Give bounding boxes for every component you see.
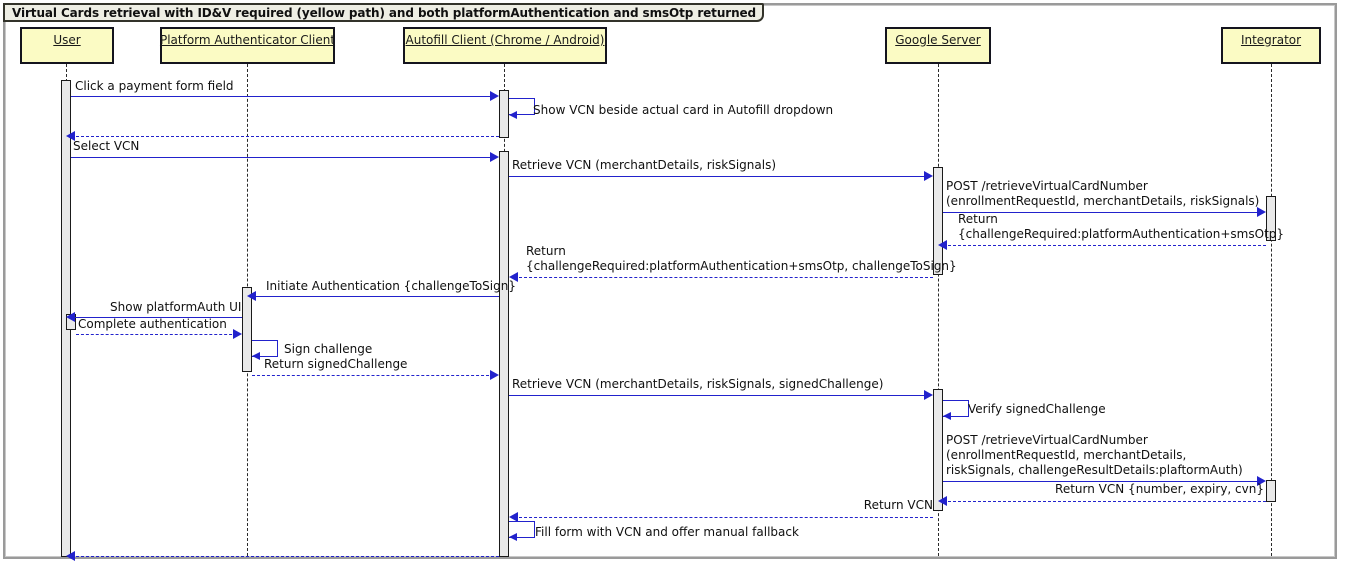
- message-label-select-vcn: Select VCN: [73, 139, 140, 153]
- activation-autofill-client-main: [499, 151, 509, 557]
- arrow-head-select-vcn: [490, 152, 499, 162]
- activation-integrator-second: [1266, 480, 1276, 502]
- diagram-title: Virtual Cards retrieval with ID&V requir…: [3, 3, 765, 22]
- self-message-arrow-fill-form: [509, 533, 517, 541]
- message-arrow-retrieve-vcn-1: [509, 176, 928, 177]
- message-label-return-challenge-required-line1: Return: [958, 212, 998, 226]
- arrow-head-post-retrieve-vcn-2: [1257, 476, 1266, 486]
- message-label-click-payment-form-field: Click a payment form field: [75, 79, 234, 93]
- message-label-show-platformauth-ui: Show platformAuth UI: [110, 300, 242, 314]
- arrow-head-post-retrieve-vcn-1: [1257, 207, 1266, 217]
- diagram-frame: [3, 3, 1337, 559]
- activation-integrator-first: [1266, 196, 1276, 241]
- arrow-head-return-vcn-details: [938, 496, 947, 506]
- arrow-head-complete-authentication: [233, 329, 242, 339]
- arrow-head-return-signed-challenge: [490, 370, 499, 380]
- message-label-return-challenge-to-sign-line1: Return: [526, 244, 566, 258]
- participant-platform-authenticator-client[interactable]: Platform Authenticator Client: [160, 27, 335, 64]
- message-label-return-vcn: Return VCN: [863, 498, 933, 512]
- arrow-head-autofill-to-user-return: [66, 131, 75, 141]
- arrow-head-retrieve-vcn-1: [924, 171, 933, 181]
- message-label-return-challenge-to-sign-line2: {challengeRequired:platformAuthenticatio…: [526, 259, 957, 273]
- message-arrow-show-platformauth-ui: [71, 317, 242, 318]
- message-arrow-post-retrieve-vcn-2: [943, 481, 1261, 482]
- participant-user-label: User: [53, 33, 81, 47]
- message-arrow-post-retrieve-vcn-1: [943, 212, 1261, 213]
- participant-autofill-client-label: Autofill Client (Chrome / Android): [405, 33, 605, 47]
- self-message-loop-sign-challenge: [252, 340, 278, 357]
- message-arrow-click-payment-form-field: [71, 96, 494, 97]
- self-message-loop-show-vcn: [509, 98, 535, 115]
- message-arrow-return-vcn-details: [943, 501, 1266, 502]
- message-label-retrieve-vcn-2: Retrieve VCN (merchantDetails, riskSigna…: [512, 377, 884, 391]
- participant-autofill-client[interactable]: Autofill Client (Chrome / Android): [403, 27, 607, 64]
- arrow-head-show-platformauth-ui: [66, 312, 75, 322]
- activation-google-server-second: [933, 389, 943, 511]
- message-arrow-return-challenge-to-sign: [514, 277, 933, 278]
- message-label-return-vcn-details: Return VCN {number, expiry, cvn}: [1055, 482, 1264, 496]
- lifeline-integrator: [1271, 64, 1272, 556]
- activation-google-server-first: [933, 167, 943, 275]
- self-message-arrow-show-vcn: [509, 111, 517, 119]
- participant-google-server-label: Google Server: [895, 33, 981, 47]
- arrow-head-retrieve-vcn-2: [924, 390, 933, 400]
- lifeline-google-server: [938, 64, 939, 556]
- activation-platform-authenticator-client: [242, 287, 252, 372]
- participant-integrator[interactable]: Integrator: [1221, 27, 1321, 64]
- message-label-post-retrieve-vcn-1-line2: (enrollmentRequestId, merchantDetails, r…: [946, 194, 1260, 208]
- arrow-head-return-challenge-to-sign: [509, 272, 518, 282]
- arrow-head-final-return-to-user: [66, 551, 75, 561]
- arrow-head-initiate-authentication: [247, 291, 256, 301]
- message-label-post-retrieve-vcn-1-line1: POST /retrieveVirtualCardNumber: [946, 179, 1148, 193]
- self-message-loop-verify-signed-challenge: [943, 400, 969, 417]
- message-arrow-complete-authentication: [76, 334, 237, 335]
- message-label-fill-form-with-vcn: Fill form with VCN and offer manual fall…: [535, 525, 799, 539]
- message-arrow-initiate-authentication: [252, 296, 499, 297]
- self-message-arrow-sign-challenge: [252, 352, 260, 360]
- participant-user[interactable]: User: [20, 27, 114, 64]
- participant-platform-authenticator-client-label: Platform Authenticator Client: [159, 33, 336, 47]
- participant-google-server[interactable]: Google Server: [885, 27, 991, 64]
- message-label-post-retrieve-vcn-2-line2: (enrollmentRequestId, merchantDetails,: [946, 448, 1187, 462]
- arrow-head-return-vcn: [509, 512, 518, 522]
- message-label-return-challenge-required-line2: {challengeRequired:platformAuthenticatio…: [958, 227, 1285, 241]
- self-message-arrow-verify-signed-challenge: [943, 412, 951, 420]
- message-arrow-return-vcn: [514, 517, 933, 518]
- message-label-complete-authentication: Complete authentication: [78, 317, 227, 331]
- participant-integrator-label: Integrator: [1240, 33, 1302, 47]
- arrow-head-return-challenge-required: [938, 240, 947, 250]
- message-label-return-signed-challenge: Return signedChallenge: [264, 357, 408, 371]
- message-label-initiate-authentication: Initiate Authentication {challengeToSign…: [266, 279, 516, 293]
- message-arrow-select-vcn: [71, 157, 494, 158]
- self-message-loop-fill-form: [509, 521, 535, 538]
- message-label-post-retrieve-vcn-2-line1: POST /retrieveVirtualCardNumber: [946, 433, 1148, 447]
- message-arrow-retrieve-vcn-2: [509, 395, 928, 396]
- message-label-sign-challenge: Sign challenge: [284, 342, 373, 356]
- activation-autofill-client-dropdown: [499, 90, 509, 138]
- arrow-head-click-payment-form-field: [490, 91, 499, 101]
- message-label-verify-signed-challenge: Verify signedChallenge: [968, 402, 1106, 416]
- message-label-retrieve-vcn-1: Retrieve VCN (merchantDetails, riskSigna…: [512, 158, 776, 172]
- message-arrow-return-signed-challenge: [252, 375, 494, 376]
- message-arrow-autofill-to-user-return: [71, 136, 499, 137]
- message-label-show-vcn-dropdown: Show VCN beside actual card in Autofill …: [533, 103, 834, 117]
- message-arrow-final-return-to-user: [71, 556, 499, 557]
- message-arrow-return-challenge-required: [943, 245, 1266, 246]
- message-label-post-retrieve-vcn-2-line3: riskSignals, challengeResultDetails:plaf…: [946, 463, 1243, 477]
